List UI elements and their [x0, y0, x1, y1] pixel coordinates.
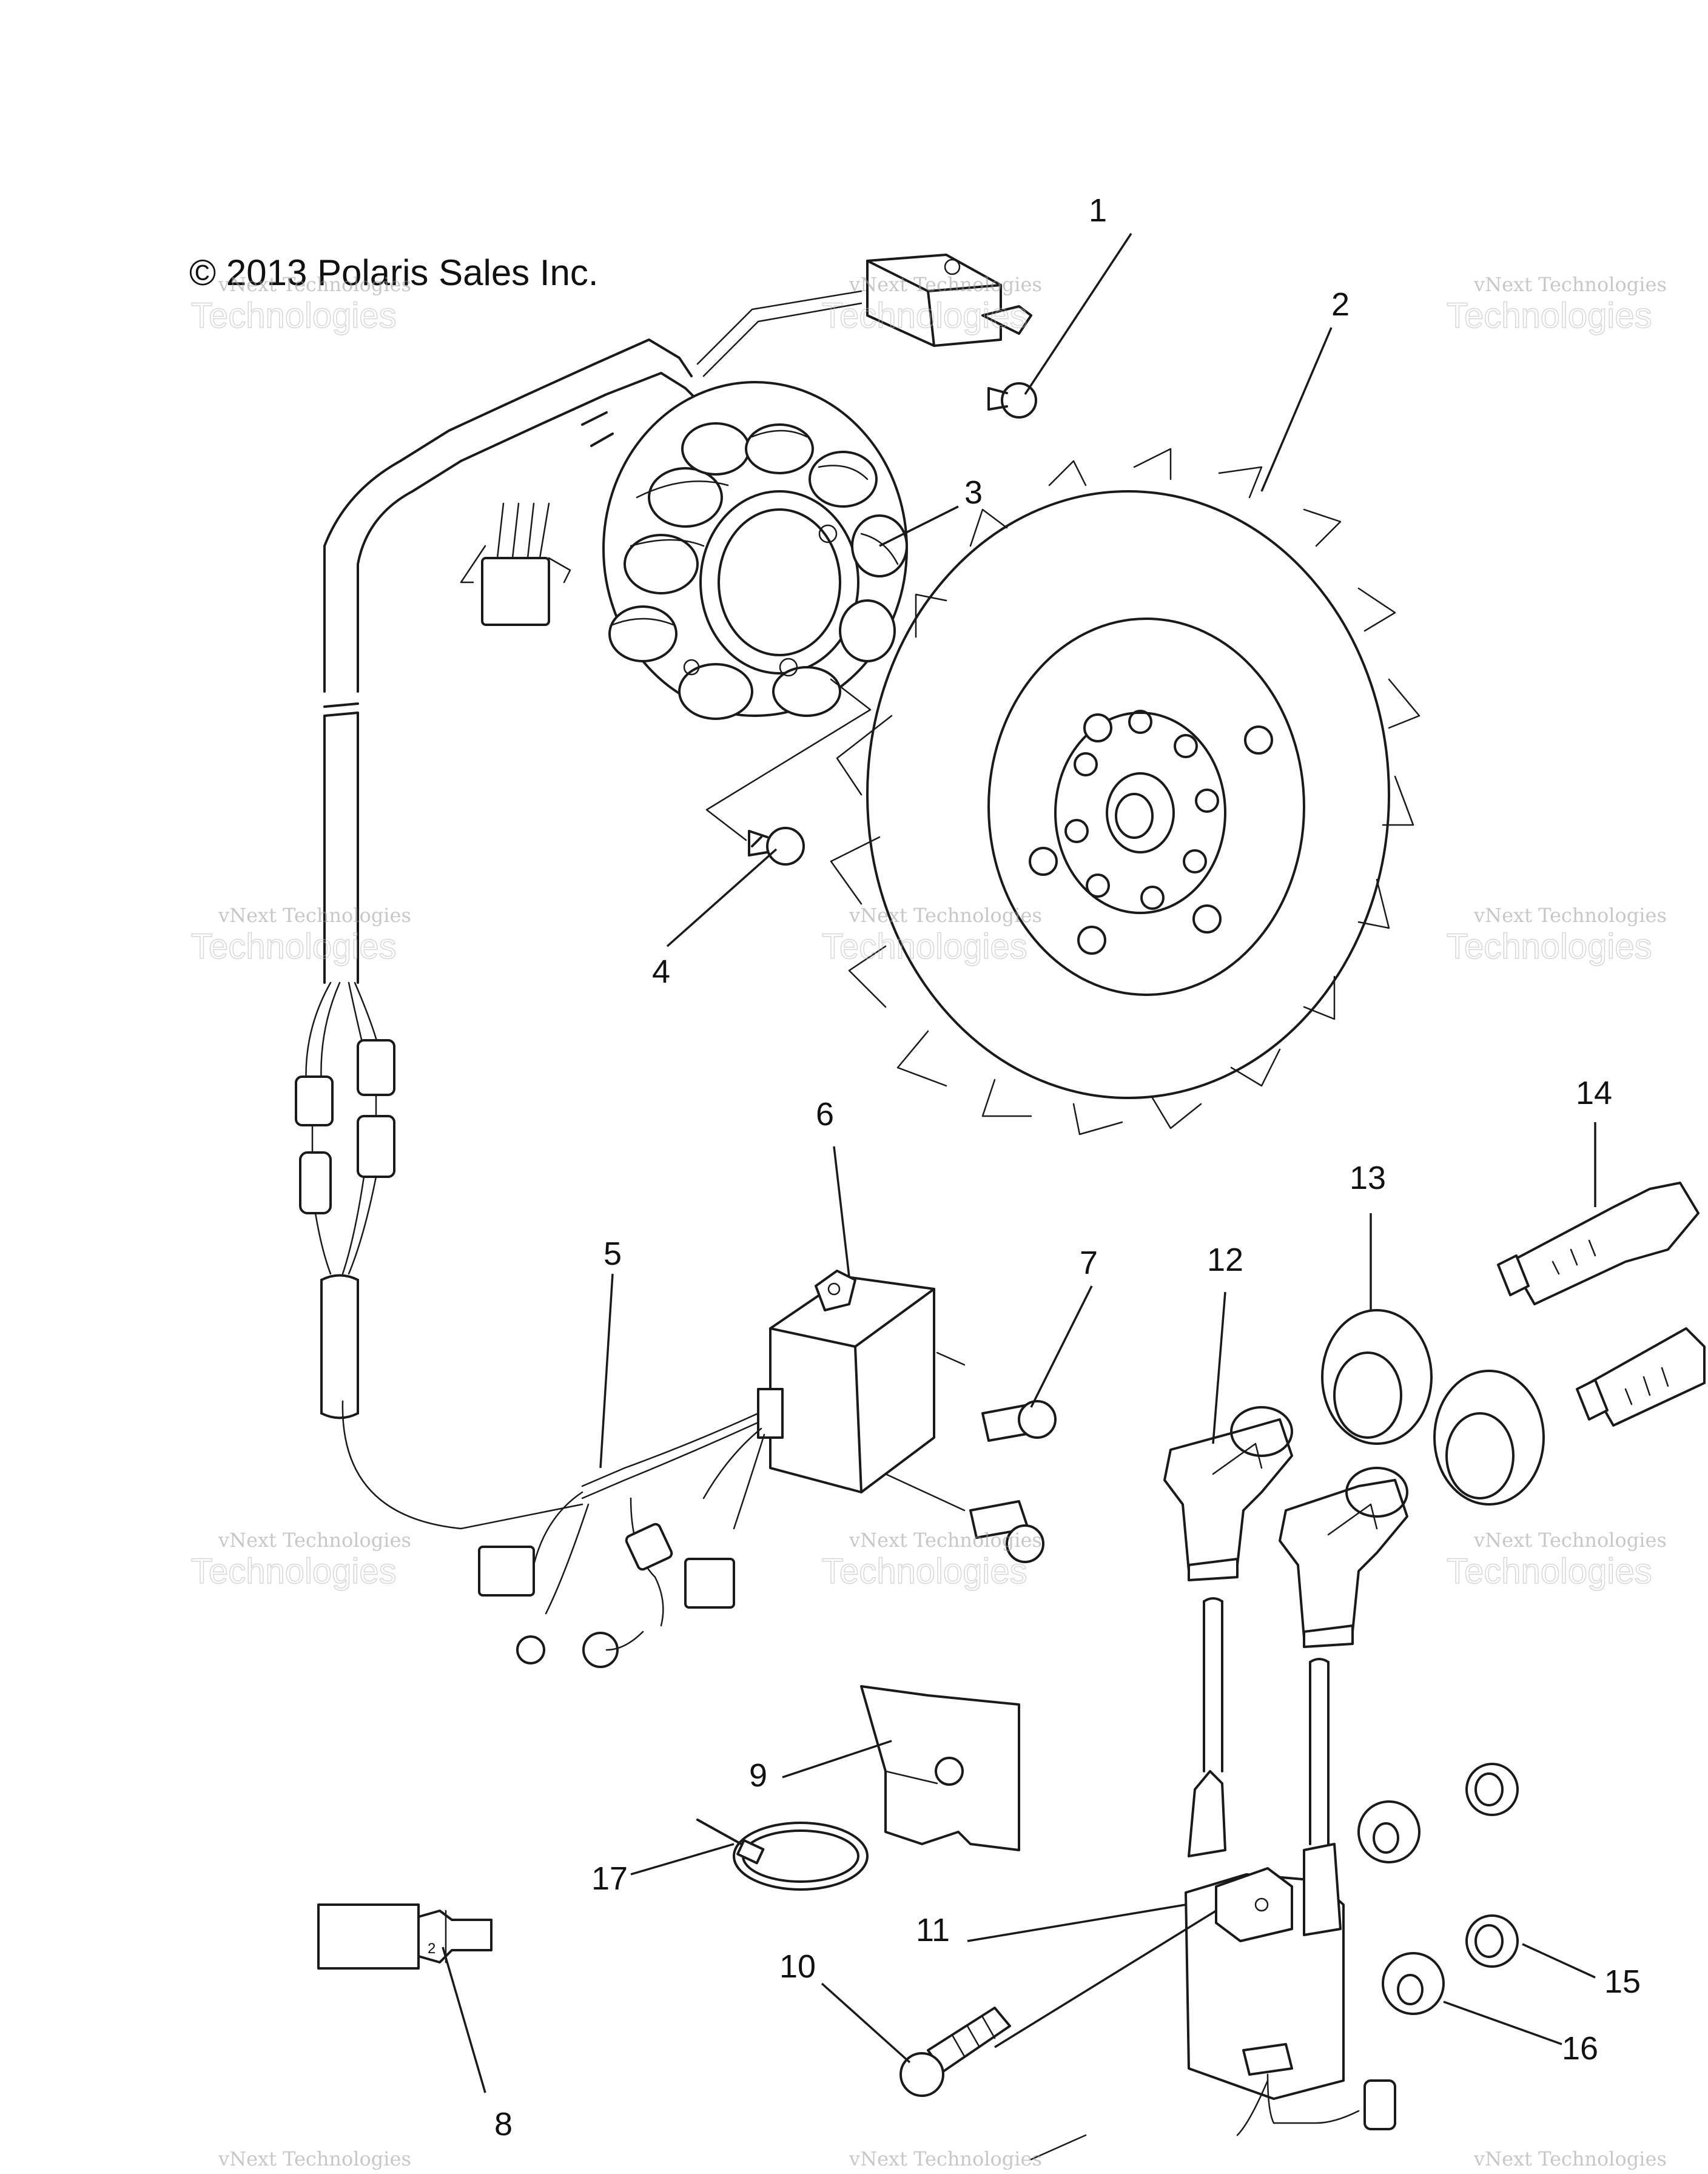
harness-connector-4 — [357, 1115, 395, 1178]
harness-connector-1 — [295, 1075, 334, 1126]
harness-connector-2 — [357, 1039, 395, 1096]
part-17-cable-tie — [696, 1819, 869, 1891]
callout-12: 12 — [1207, 1242, 1243, 1278]
callout-3: 3 — [964, 474, 983, 511]
callout-9: 9 — [749, 1757, 767, 1794]
svg-text:vNext Technologies: vNext Technologies — [1473, 904, 1667, 927]
harness-plug — [481, 557, 550, 626]
part-5-connector-b — [684, 1558, 735, 1609]
part-9-clip — [860, 1685, 1020, 1851]
callout-14: 14 — [1576, 1075, 1612, 1111]
svg-text:Technologies: Technologies — [191, 296, 397, 335]
callout-11: 11 — [916, 1912, 950, 1948]
callout-numbers: 1 2 3 4 5 6 7 8 9 10 11 12 13 14 15 16 1… — [494, 192, 1641, 2142]
svg-text:vNext Technologies: vNext Technologies — [1473, 2147, 1667, 2170]
part-13-grommets — [1321, 1309, 1545, 1506]
watermarks: vNext Technologies Technologies vNext Te… — [190, 273, 1667, 2170]
copyright-text: © 2013 Polaris Sales Inc. — [189, 252, 599, 293]
svg-text:vNext Technologies: vNext Technologies — [218, 2147, 411, 2170]
callout-16: 16 — [1562, 2030, 1598, 2067]
svg-text:Technologies: Technologies — [191, 927, 397, 966]
svg-text:Technologies: Technologies — [191, 1552, 397, 1591]
svg-text:vNext Technologies: vNext Technologies — [849, 904, 1042, 927]
stator-wire-harness — [295, 338, 699, 1530]
callout-10: 10 — [779, 1948, 816, 1985]
callout-2: 2 — [1331, 286, 1350, 323]
svg-text:vNext Technologies: vNext Technologies — [849, 2147, 1042, 2170]
part-11-ignition-coil — [1185, 1597, 1396, 2136]
regulator-plug — [757, 1388, 784, 1439]
part-15-nuts — [1465, 1763, 1519, 1968]
callout-8: 8 — [494, 2106, 513, 2142]
callout-1: 1 — [1089, 192, 1107, 229]
svg-text:Technologies: Technologies — [1447, 927, 1652, 966]
part-16-spacers — [1357, 1800, 1445, 2015]
callout-5: 5 — [604, 1236, 622, 1272]
part-8-connector: 2 — [317, 1903, 493, 1970]
svg-text:vNext Technologies: vNext Technologies — [218, 273, 411, 296]
part-4-stator-screw — [705, 678, 872, 866]
callout-7: 7 — [1080, 1245, 1098, 1281]
svg-text:Technologies: Technologies — [822, 296, 1027, 335]
connector-mark: 2 — [428, 1940, 435, 1957]
leader-lines — [442, 233, 1596, 2093]
part-7-regulator-screws — [884, 1351, 1057, 1563]
svg-text:Technologies: Technologies — [1447, 1552, 1652, 1591]
callout-17: 17 — [591, 1860, 628, 1897]
svg-text:vNext Technologies: vNext Technologies — [218, 1529, 411, 1552]
svg-text:Technologies: Technologies — [1447, 296, 1652, 335]
svg-text:vNext Technologies: vNext Technologies — [1473, 1529, 1667, 1552]
part-12-spark-plug-caps — [1163, 1406, 1408, 1648]
part-14-spark-plugs — [1497, 1182, 1706, 1427]
svg-text:vNext Technologies: vNext Technologies — [849, 273, 1042, 296]
svg-text:Technologies: Technologies — [822, 1552, 1027, 1591]
svg-text:Technologies: Technologies — [822, 927, 1027, 966]
part-2-flywheel — [830, 448, 1421, 1136]
callout-4: 4 — [652, 954, 670, 990]
part-6-regulator — [478, 1270, 935, 1668]
part-5-connector-a — [478, 1546, 535, 1597]
svg-text:vNext Technologies: vNext Technologies — [218, 904, 411, 927]
svg-text:vNext Technologies: vNext Technologies — [849, 1529, 1042, 1552]
callout-15: 15 — [1604, 1964, 1641, 2000]
callout-13: 13 — [1350, 1160, 1386, 1196]
part-3-stator — [602, 381, 908, 720]
harness-connector-3 — [299, 1151, 332, 1214]
callout-6: 6 — [816, 1096, 834, 1132]
part-1-screw-head — [1001, 382, 1037, 419]
svg-text:vNext Technologies: vNext Technologies — [1473, 273, 1667, 296]
part-1-sensor — [696, 254, 1037, 419]
part-10-coil-bolt — [899, 2007, 1011, 2097]
